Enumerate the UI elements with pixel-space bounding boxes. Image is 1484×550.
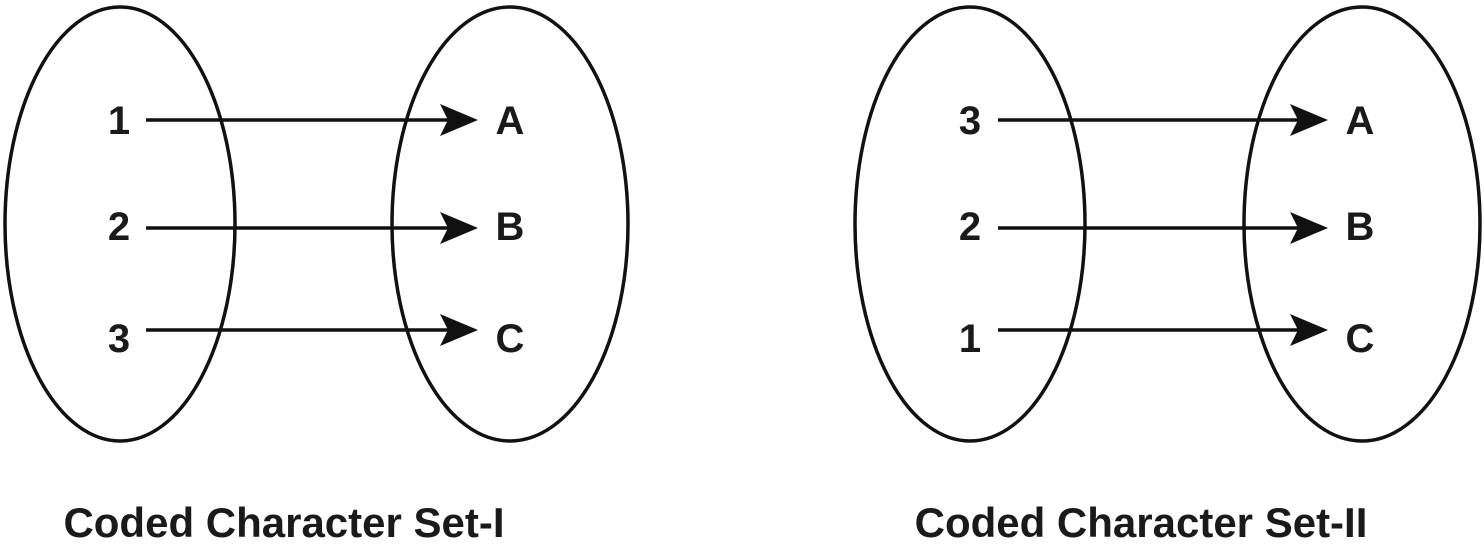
- character-label: A: [1346, 99, 1375, 143]
- set-caption: Coded Character Set-I: [63, 499, 504, 546]
- character-set-ellipse: [390, 5, 630, 443]
- character-label: B: [1346, 205, 1375, 249]
- arrow-head-icon: [440, 314, 478, 346]
- set-caption: Coded Character Set-II: [915, 499, 1368, 546]
- code-label: 1: [959, 317, 981, 361]
- code-label: 2: [108, 205, 130, 249]
- character-label: C: [1346, 317, 1375, 361]
- panel-set-2: 3 A 2 B 1 C Coded Character Set-II: [853, 5, 1482, 546]
- character-label: C: [496, 317, 525, 361]
- arrow-head-icon: [440, 104, 478, 136]
- character-label: A: [496, 99, 525, 143]
- code-set-ellipse: [3, 5, 237, 443]
- arrow-head-icon: [1290, 212, 1328, 244]
- panel-set-1: 1 A 2 B 3 C Coded Character Set-I: [3, 5, 630, 546]
- character-set-ellipse: [1242, 5, 1482, 443]
- code-set-ellipse: [853, 5, 1087, 443]
- arrow-head-icon: [1290, 314, 1328, 346]
- arrow-head-icon: [1290, 104, 1328, 136]
- code-label: 3: [108, 317, 130, 361]
- code-label: 3: [959, 99, 981, 143]
- code-label: 2: [959, 205, 981, 249]
- character-label: B: [496, 205, 525, 249]
- code-label: 1: [108, 99, 130, 143]
- arrow-head-icon: [440, 212, 478, 244]
